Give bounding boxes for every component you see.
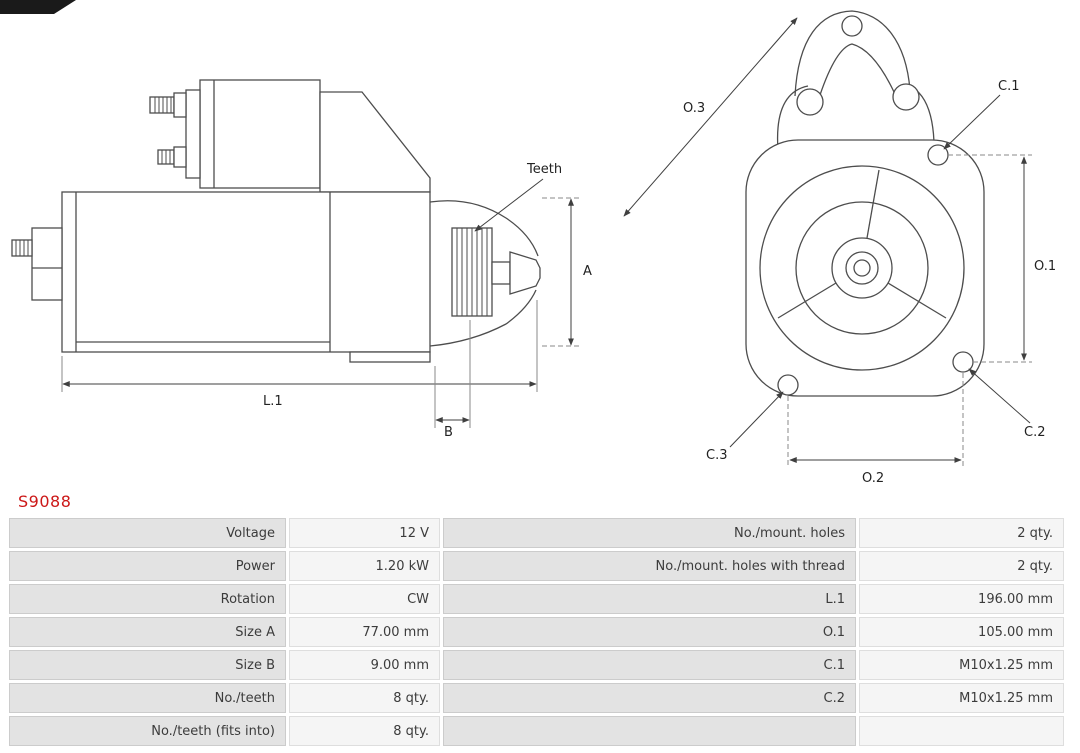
- dim-label-o3: O.3: [683, 101, 705, 116]
- dim-label-teeth: Teeth: [526, 162, 562, 177]
- front-view-dimensions: O.3 O.1 O.2 C.1 C.2 C.3: [623, 17, 1056, 486]
- spec-value-teeth: 8 qty.: [289, 683, 440, 713]
- spec-label-mount-holes: No./mount. holes: [443, 518, 856, 548]
- spec-label-l1: L.1: [443, 584, 856, 614]
- starter-side-view: [11, 79, 541, 363]
- starter-front-view: [745, 10, 985, 397]
- spec-label-size-b: Size B: [9, 650, 286, 680]
- spec-value-teeth-fits-into: 8 qty.: [289, 716, 440, 746]
- spec-value-size-b: 9.00 mm: [289, 650, 440, 680]
- spec-label-rotation: Rotation: [9, 584, 286, 614]
- mount-hole-c3: [777, 374, 799, 396]
- spec-label-c2: C.2: [443, 683, 856, 713]
- dim-label-o1: O.1: [1034, 259, 1056, 274]
- dim-label-a: A: [583, 264, 592, 279]
- side-view-dimensions: Teeth A L.1 B: [61, 162, 592, 440]
- spec-label-c1: C.1: [443, 650, 856, 680]
- spec-label-power: Power: [9, 551, 286, 581]
- spec-label-empty: [443, 716, 856, 746]
- spec-value-empty: [859, 716, 1064, 746]
- dim-label-b: B: [444, 425, 453, 440]
- spec-label-mount-holes-thread: No./mount. holes with thread: [443, 551, 856, 581]
- technical-drawing: Teeth A L.1 B: [0, 0, 1057, 486]
- dim-label-c2: C.2: [1024, 425, 1045, 440]
- spec-value-l1: 196.00 mm: [859, 584, 1064, 614]
- logo-fragment: [0, 0, 76, 14]
- spec-value-mount-holes: 2 qty.: [859, 518, 1064, 548]
- spec-label-voltage: Voltage: [9, 518, 286, 548]
- spec-label-size-a: Size A: [9, 617, 286, 647]
- dim-label-o2: O.2: [862, 471, 884, 486]
- spec-value-power: 1.20 kW: [289, 551, 440, 581]
- spec-value-rotation: CW: [289, 584, 440, 614]
- spec-label-teeth: No./teeth: [9, 683, 286, 713]
- spec-value-o1: 105.00 mm: [859, 617, 1064, 647]
- dim-label-c3: C.3: [706, 448, 727, 463]
- spec-value-size-a: 77.00 mm: [289, 617, 440, 647]
- part-number: S9088: [18, 492, 72, 511]
- spec-label-o1: O.1: [443, 617, 856, 647]
- dim-label-l1: L.1: [263, 394, 283, 409]
- spec-table: Voltage 12 V No./mount. holes 2 qty. Pow…: [0, 518, 1080, 746]
- dim-label-c1: C.1: [998, 79, 1019, 94]
- spec-value-mount-holes-thread: 2 qty.: [859, 551, 1064, 581]
- spec-value-c2: M10x1.25 mm: [859, 683, 1064, 713]
- spec-value-c1: M10x1.25 mm: [859, 650, 1064, 680]
- spec-label-teeth-fits-into: No./teeth (fits into): [9, 716, 286, 746]
- mount-hole-c2: [952, 351, 974, 373]
- spec-value-voltage: 12 V: [289, 518, 440, 548]
